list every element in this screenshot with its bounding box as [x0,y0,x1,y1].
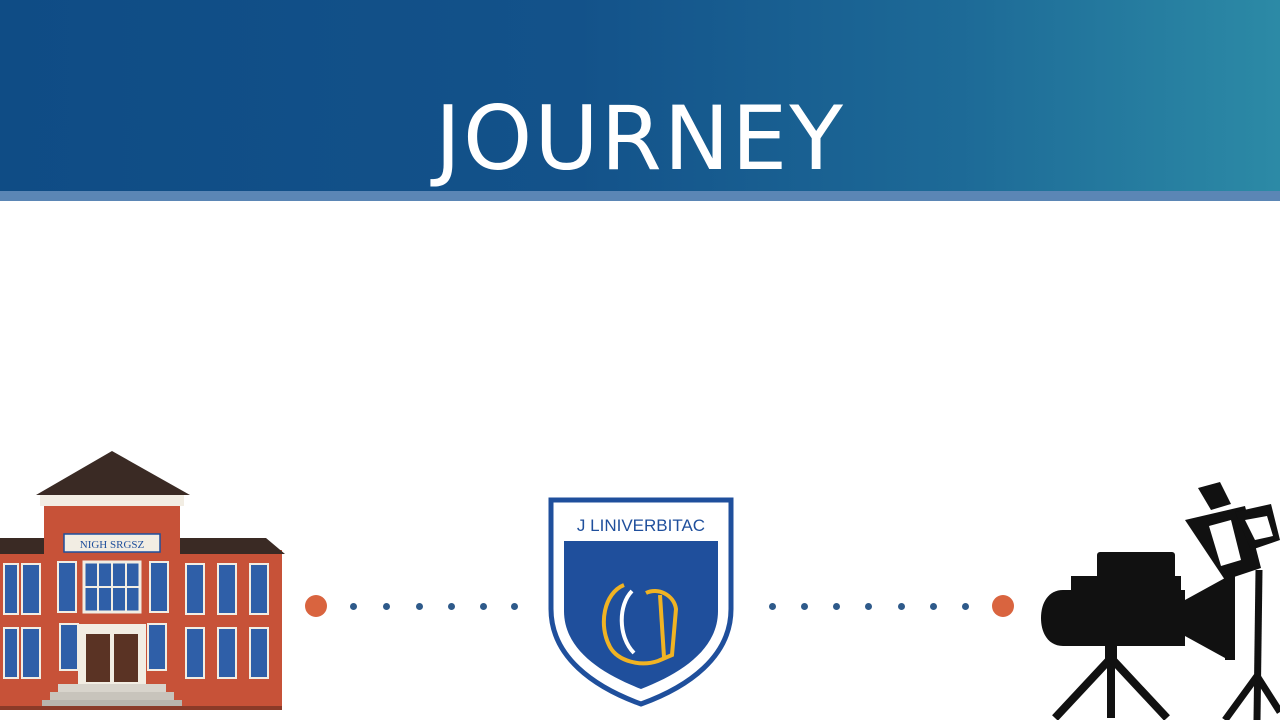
connector-dot [865,603,872,610]
university-crest-icon: J LINIVERBITAC [548,497,734,707]
connector-dot [480,603,487,610]
connector-dot [350,603,357,610]
timeline-endpoint-dot [305,595,327,617]
crest-text: J LINIVERBITAC [577,516,705,535]
connector-dot [383,603,390,610]
connector-dot [833,603,840,610]
page-title: JOURNEY [435,86,845,190]
connector-dot [416,603,423,610]
timeline-endpoint-dot [992,595,1014,617]
connector-dot [448,603,455,610]
film-camera-icon [1041,482,1280,720]
connector-dot [511,603,518,610]
school-building-icon: NIGH SRGSZ [0,451,285,710]
connector-dot [962,603,969,610]
connector-dot [930,603,937,610]
school-sign: NIGH SRGSZ [80,539,145,551]
header-banner [0,0,1280,191]
connector-dot [801,603,808,610]
connector-dot [898,603,905,610]
header-stripe [0,191,1280,201]
connector-dot [769,603,776,610]
